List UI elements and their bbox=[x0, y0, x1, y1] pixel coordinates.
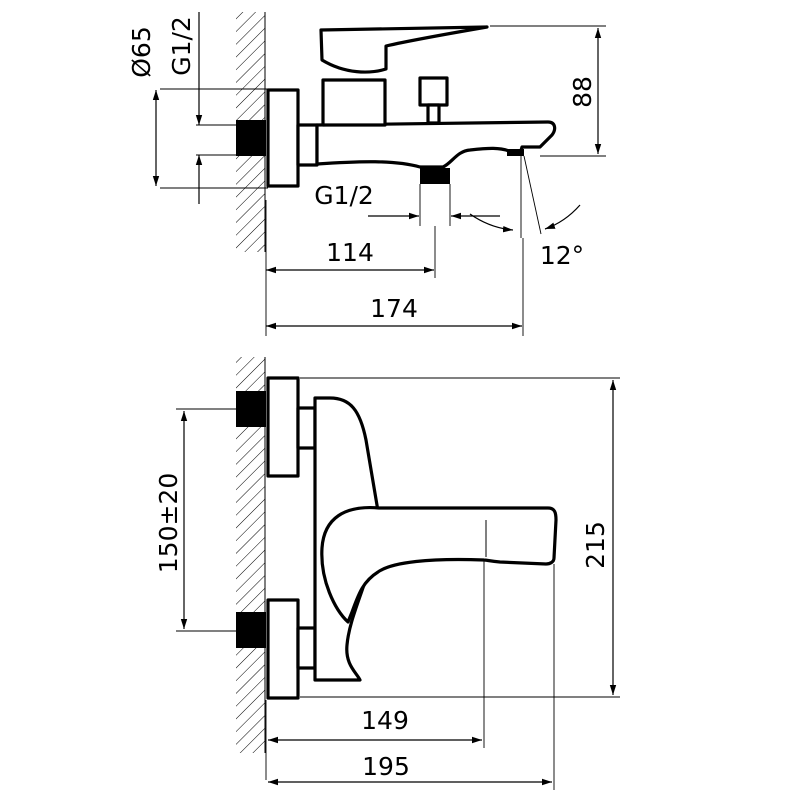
overall-length-label: 195 bbox=[362, 752, 410, 781]
wall-thread-label: G1/2 bbox=[167, 16, 196, 76]
lower-connector bbox=[296, 626, 317, 670]
wall-flange bbox=[266, 88, 300, 188]
diameter-dimension: Ø65 bbox=[127, 26, 268, 189]
spacing-dimension: 150±20 bbox=[154, 408, 238, 632]
lower-flange bbox=[266, 598, 300, 700]
angle-dimension: 12° bbox=[469, 155, 584, 270]
spout-length-dimension: 174 bbox=[265, 200, 524, 336]
side-view: Ø65 G1/2 88 G1/2 bbox=[127, 12, 606, 336]
diameter-label: Ø65 bbox=[127, 26, 156, 78]
front-view: 215 150±20 149 195 bbox=[154, 357, 620, 790]
angle-label: 12° bbox=[540, 241, 584, 270]
handle-length-dimension: 149 bbox=[265, 560, 485, 780]
mixer-body bbox=[315, 120, 557, 169]
eccentric-connector bbox=[296, 123, 319, 167]
wall-thread bbox=[236, 120, 266, 156]
lever-handle bbox=[319, 25, 489, 74]
spacing-label: 150±20 bbox=[154, 473, 183, 573]
spout-height-label: 88 bbox=[568, 76, 597, 108]
outlet-thread bbox=[420, 168, 450, 184]
spout-height-dimension: 88 bbox=[490, 25, 606, 157]
outlet-distance-label: 114 bbox=[326, 238, 374, 267]
upper-flange bbox=[266, 376, 300, 478]
outlet-thread-dimension: G1/2 bbox=[314, 181, 500, 226]
lever-handle-front bbox=[320, 505, 558, 624]
upper-connector bbox=[296, 406, 317, 450]
outlet-distance-dimension: 114 bbox=[266, 226, 436, 278]
handle-length-label: 149 bbox=[361, 706, 409, 735]
outlet-thread-label: G1/2 bbox=[314, 181, 374, 210]
wall-thread-dimension: G1/2 bbox=[167, 12, 236, 204]
diverter-stem bbox=[426, 103, 441, 125]
height-dimension: 215 bbox=[300, 377, 620, 698]
cartridge-housing bbox=[321, 78, 387, 127]
upper-wall-thread bbox=[236, 391, 266, 427]
diverter-knob bbox=[418, 76, 449, 107]
height-label: 215 bbox=[581, 521, 610, 569]
overall-length-dimension: 195 bbox=[268, 564, 555, 790]
spout-aerator bbox=[507, 149, 524, 156]
lower-wall-thread bbox=[236, 612, 266, 648]
spout-length-label: 174 bbox=[370, 294, 418, 323]
